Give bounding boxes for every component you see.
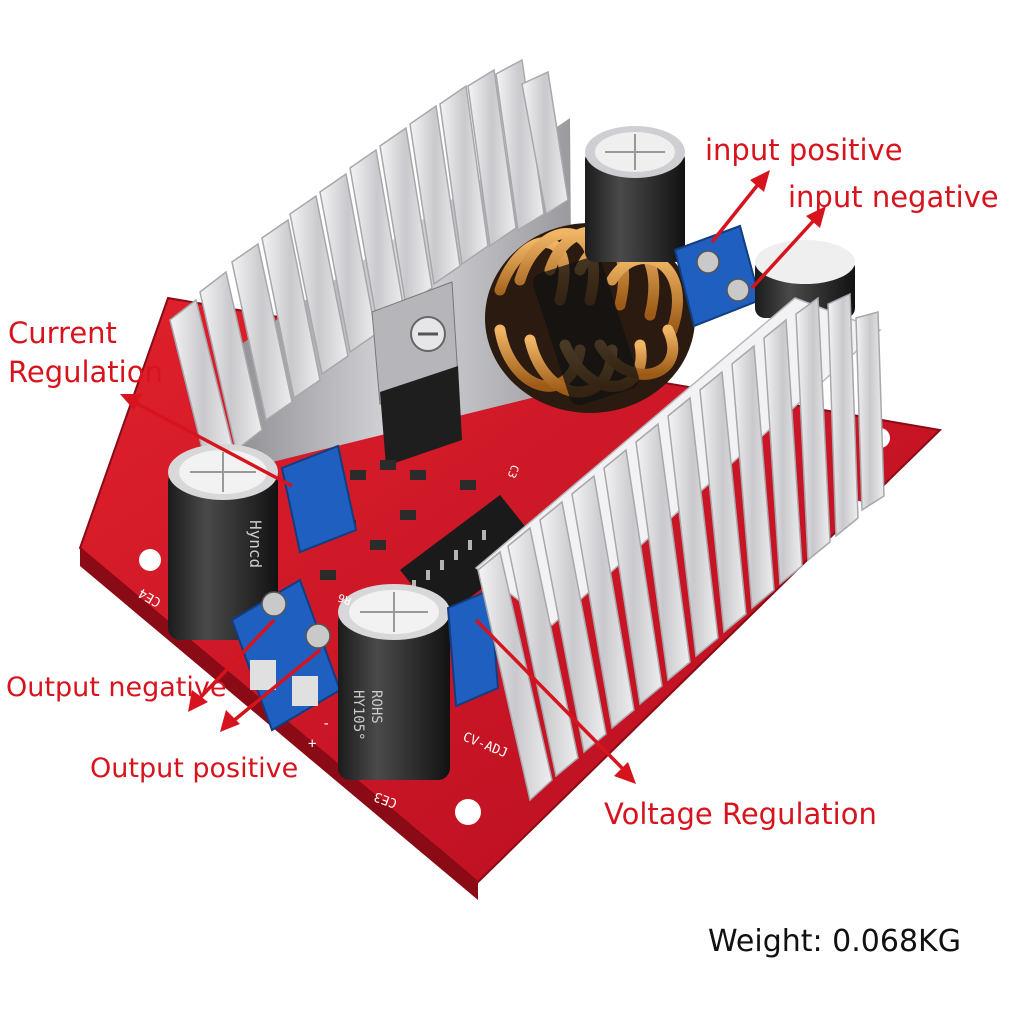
- weight-label: Weight: 0.068KG: [708, 924, 961, 959]
- silkscreen-c3: C3: [505, 463, 522, 480]
- arrow-output-negative: [188, 618, 276, 712]
- arrow-voltage-regulation: [474, 618, 636, 784]
- current-potentiometer: [280, 444, 358, 554]
- label-input-negative: input negative: [788, 180, 999, 214]
- arrow-output-positive: [220, 648, 322, 732]
- capacitor-top: [585, 126, 685, 262]
- voltage-potentiometer: [446, 588, 500, 708]
- label-voltage-regulation: Voltage Regulation: [604, 797, 877, 831]
- output-terminal-block: [230, 578, 342, 732]
- arrow-current-regulation: [120, 394, 293, 488]
- right-heatsink: [474, 292, 885, 802]
- silkscreen-minus: -: [322, 716, 330, 732]
- label-output-positive: Output positive: [90, 753, 299, 784]
- arrow-input-positive: [710, 170, 770, 244]
- capacitor-spec-text: HY105°: [350, 690, 366, 741]
- capacitor-ce3: ROHS HY105°: [338, 584, 450, 780]
- silkscreen-r6: R6: [336, 591, 353, 608]
- capacitor-ce4: Hyncd: [168, 444, 278, 640]
- label-output-negative: Output negative: [6, 672, 227, 703]
- label-input-positive: input positive: [705, 133, 903, 167]
- control-ic: [400, 495, 540, 620]
- label-current-regulation-line2: Regulation: [8, 355, 163, 389]
- silkscreen-plus: +: [308, 736, 316, 752]
- capacitor-rohs-text: ROHS: [368, 690, 384, 724]
- annotation-arrows: [120, 170, 826, 784]
- arrow-input-negative: [750, 206, 826, 290]
- power-transistor: [371, 281, 462, 466]
- capacitor-brand-text: Hyncd: [246, 520, 265, 568]
- label-current-regulation-line1: Current: [8, 316, 117, 350]
